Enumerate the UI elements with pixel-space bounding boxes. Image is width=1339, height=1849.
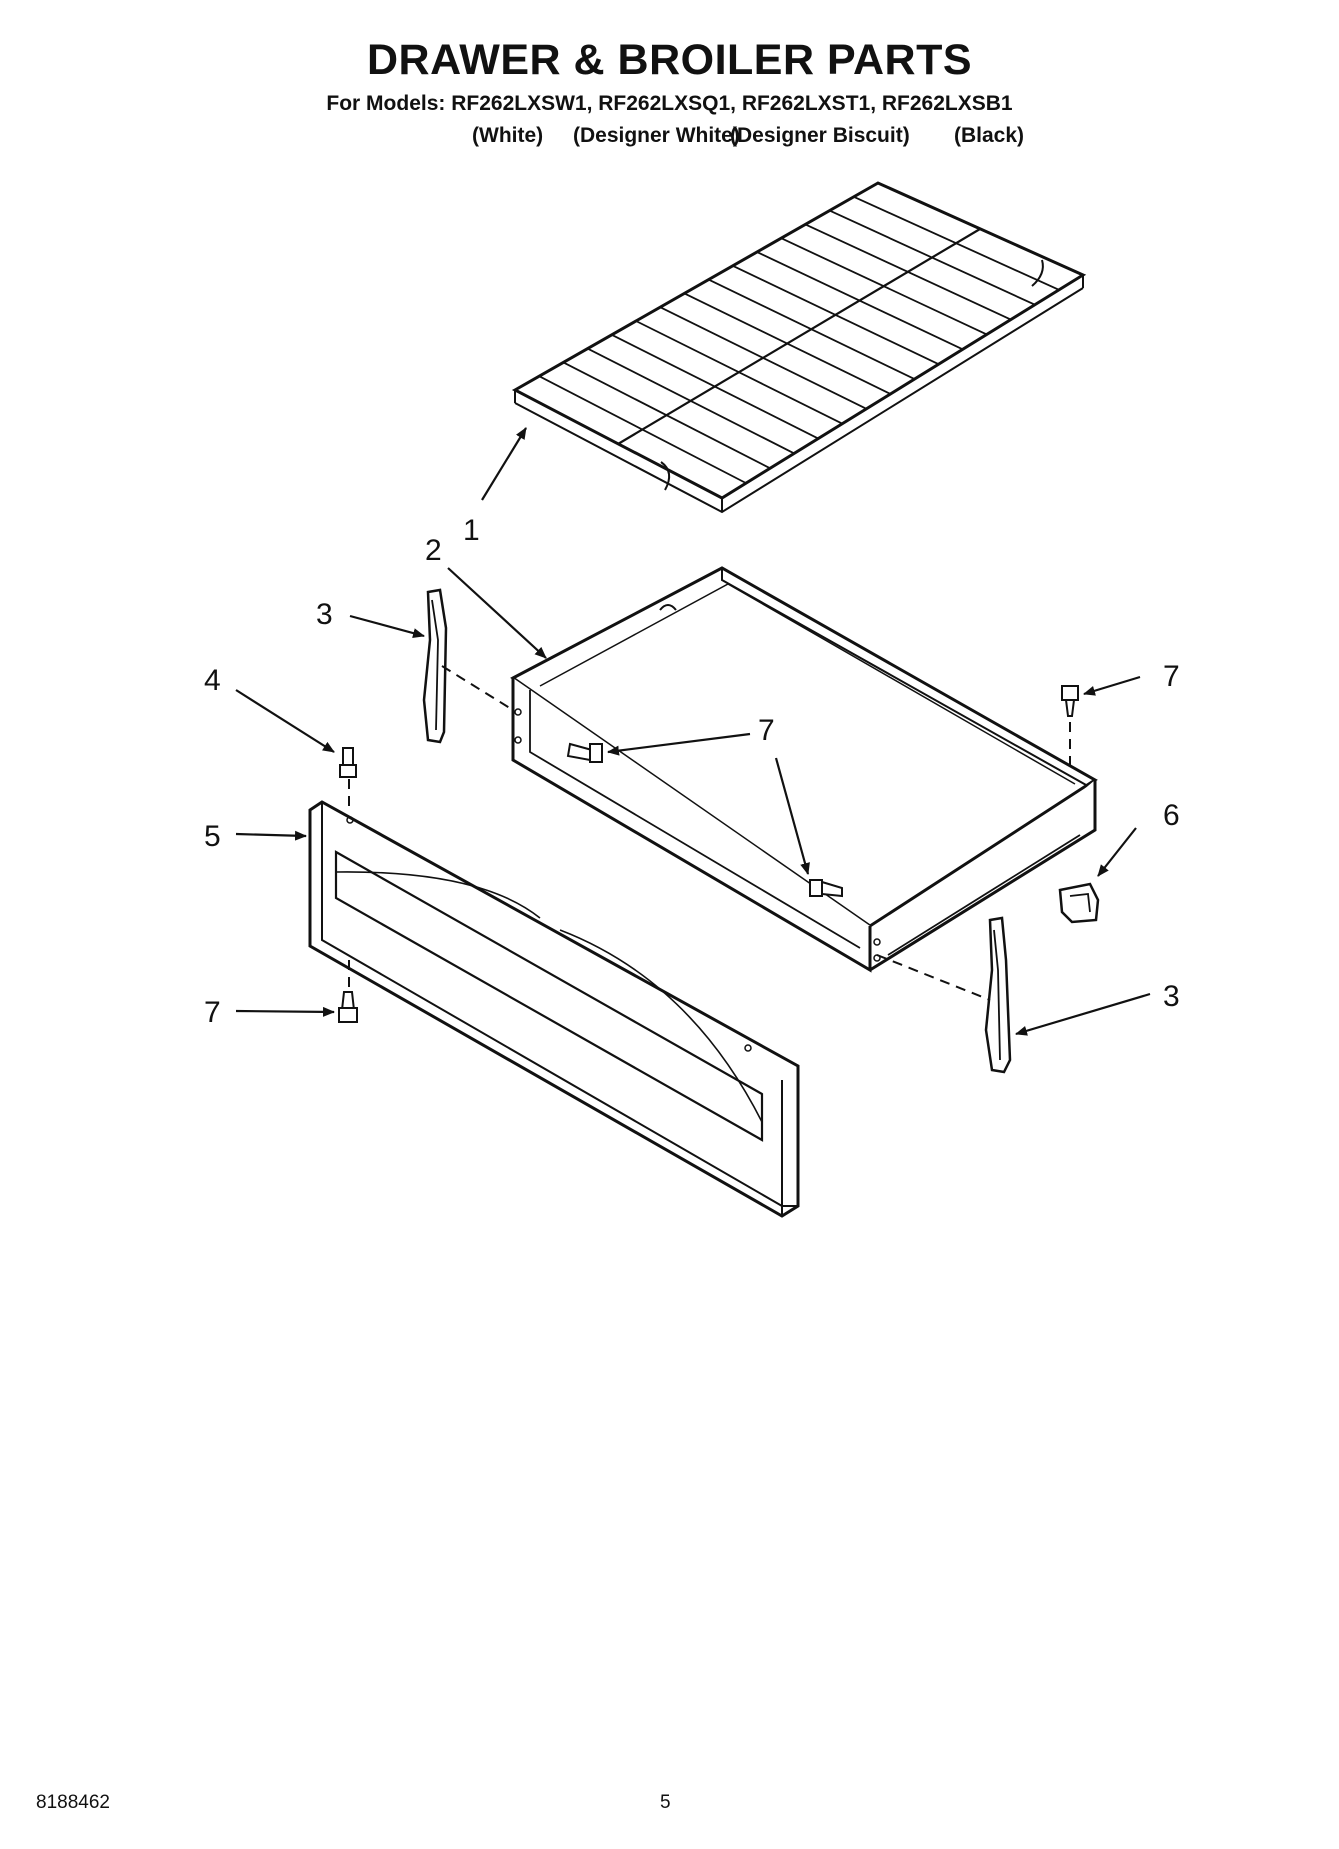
color-designer-white: (Designer White) <box>573 124 740 147</box>
callout-5: 5 <box>204 820 221 853</box>
callout-1: 1 <box>463 514 480 547</box>
drawer-slide-left <box>422 588 448 744</box>
drawer-slide-right <box>984 916 1012 1074</box>
drawer-front-panel <box>308 800 800 1218</box>
callout-3-right: 3 <box>1163 980 1180 1013</box>
screw-upper-right <box>1061 685 1079 717</box>
callout-7-right: 7 <box>1163 660 1180 693</box>
callout-2: 2 <box>425 534 442 567</box>
clip-part-6 <box>1058 882 1100 924</box>
models-line: For Models: RF262LXSW1, RF262LXSQ1, RF26… <box>326 92 1013 115</box>
callout-4: 4 <box>204 664 221 697</box>
color-designer-biscuit: (Designer Biscuit) <box>730 124 910 147</box>
broiler-rack <box>511 181 1087 514</box>
pin-part-4 <box>339 747 357 778</box>
broiler-drawer <box>510 566 1098 973</box>
callout-6: 6 <box>1163 799 1180 832</box>
leader-arrows <box>235 427 1151 1036</box>
screw-panel-bottom <box>338 991 358 1023</box>
assembly-lines <box>348 665 1071 1001</box>
callout-7-center: 7 <box>758 714 775 747</box>
color-black: (Black) <box>954 124 1025 147</box>
page-title: DRAWER & BROILER PARTS <box>366 36 973 84</box>
callout-7-bottom: 7 <box>204 996 221 1029</box>
document-number: 8188462 <box>36 1792 110 1813</box>
screw-drawer-center <box>809 879 843 898</box>
callout-3-left: 3 <box>316 598 333 631</box>
screw-drawer-left <box>566 742 603 763</box>
color-white: (White) <box>472 124 544 147</box>
page-number: 5 <box>660 1792 671 1813</box>
